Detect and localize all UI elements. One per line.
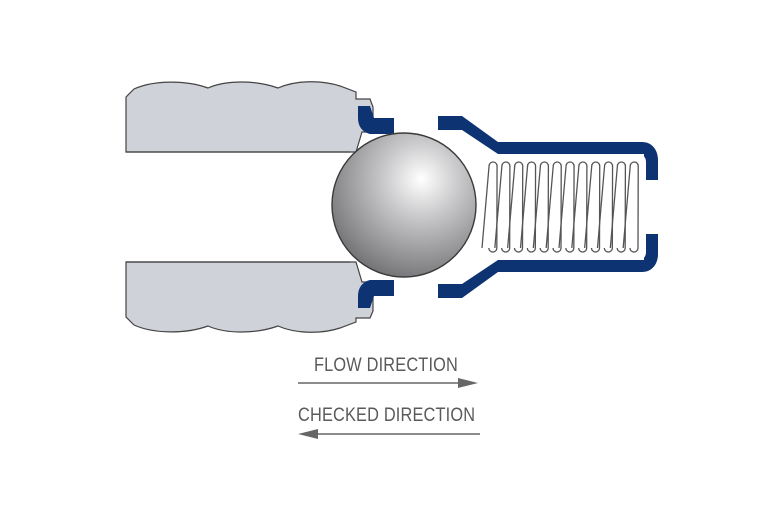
spring-coil xyxy=(558,161,575,253)
spring-coil xyxy=(571,161,588,253)
spring-coil xyxy=(532,161,550,253)
spring-coil xyxy=(507,161,524,253)
spring-coil xyxy=(494,161,511,253)
valve-body-lower-wall xyxy=(125,261,374,333)
valve-body-upper-wall xyxy=(125,81,374,153)
compression-spring xyxy=(481,161,639,253)
spring-coil xyxy=(609,161,627,253)
checked-direction-arrow xyxy=(298,429,480,439)
spring-coil xyxy=(596,161,614,253)
seat-lower xyxy=(358,280,394,308)
spring-coil xyxy=(519,161,537,253)
spring-coil xyxy=(545,161,562,253)
spring-coil xyxy=(622,161,639,253)
spring-coil xyxy=(481,161,498,253)
spring-cage-lower xyxy=(438,234,658,298)
seat-upper xyxy=(358,106,394,134)
check-ball xyxy=(331,132,477,278)
spring-cage-upper xyxy=(438,116,658,180)
spring-coil xyxy=(584,161,601,253)
flow-direction-arrow xyxy=(298,378,478,388)
flow-direction-label: FLOW DIRECTION xyxy=(314,355,459,376)
checked-direction-label: CHECKED DIRECTION xyxy=(298,405,476,426)
